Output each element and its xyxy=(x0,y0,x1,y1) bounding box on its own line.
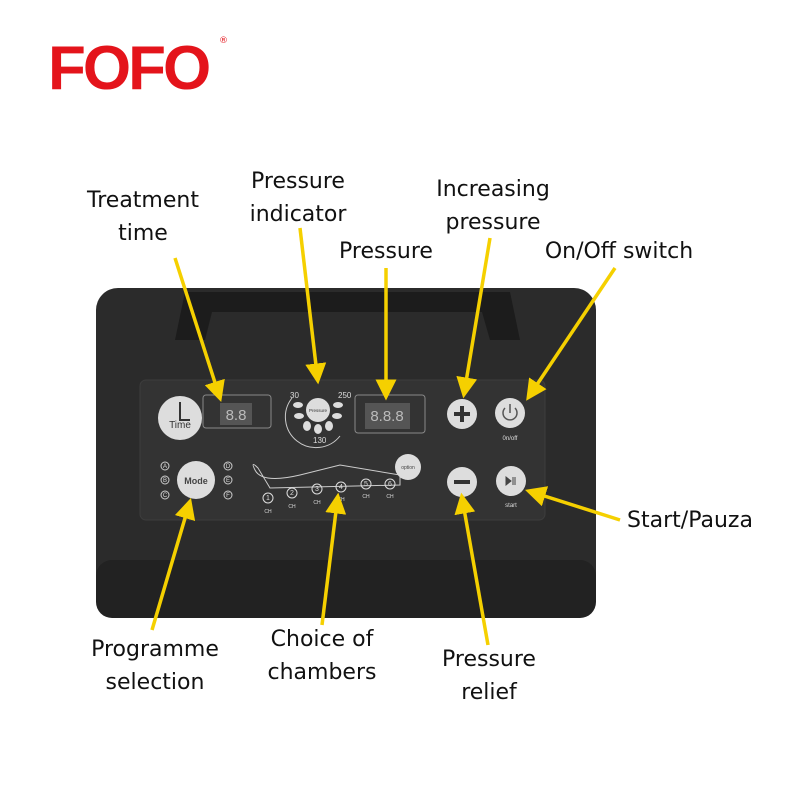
onoff-label: 0n/off xyxy=(503,436,518,442)
label-line: chambers xyxy=(267,660,377,685)
brand-logo: FOFO xyxy=(48,34,211,103)
label-line: time xyxy=(118,221,168,246)
chamber-unit: CH xyxy=(362,494,370,500)
chamber-6: 6 xyxy=(388,481,392,488)
label-increasing-pressure: Increasing pressure xyxy=(436,173,550,239)
label-line: pressure xyxy=(445,210,541,235)
arrow-onoff xyxy=(526,267,617,401)
chamber-4: 4 xyxy=(339,484,343,491)
label-programme-selection: Programme selection xyxy=(91,633,219,699)
arrow-relief xyxy=(454,492,490,646)
arrow-increase xyxy=(456,237,492,399)
program-c[interactable]: C xyxy=(163,493,168,499)
chamber-2: 2 xyxy=(290,490,294,497)
scale-min: 30 xyxy=(290,391,299,400)
time-label: Time xyxy=(169,420,191,431)
pressure-display: 8.8.8 xyxy=(370,408,403,425)
program-f[interactable]: F xyxy=(226,493,230,499)
scale-max: 250 xyxy=(338,391,352,400)
option-button[interactable] xyxy=(395,454,421,480)
pressure-indicator xyxy=(306,398,330,422)
option-label: option xyxy=(401,465,415,471)
label-treatment-time: Treatment time xyxy=(87,184,199,250)
callout-arrows xyxy=(150,227,621,646)
program-d[interactable]: D xyxy=(226,464,231,470)
chamber-unit: CH xyxy=(386,494,394,500)
label-on-off: On/Off switch xyxy=(544,239,694,264)
arrow-treatment-time xyxy=(173,257,225,402)
chamber-3: 3 xyxy=(315,486,319,493)
arrow-start xyxy=(524,486,621,522)
chamber-unit: CH xyxy=(313,500,321,506)
start-label: start xyxy=(505,503,517,509)
plus-icon xyxy=(454,406,470,422)
mode-button[interactable] xyxy=(177,461,215,499)
label-line: Programme xyxy=(91,637,219,662)
leg-outline-icon xyxy=(252,464,401,489)
label-pressure-indicator: Pressure indicator xyxy=(250,165,347,231)
label-pressure: Pressure xyxy=(339,239,433,264)
label-start-pause: Start/Pauza xyxy=(627,508,753,533)
arrow-chambers xyxy=(320,492,347,626)
chamber-5: 5 xyxy=(364,481,368,488)
chamber-unit: CH xyxy=(288,504,296,510)
device-handle xyxy=(175,292,520,340)
chamber-1: 1 xyxy=(266,495,270,502)
label-line: Treatment xyxy=(87,188,199,213)
arrow-programme xyxy=(150,497,196,631)
chamber-unit: CH xyxy=(264,509,272,515)
program-e[interactable]: E xyxy=(226,478,230,484)
label-pressure-relief: Pressure relief xyxy=(442,643,536,709)
label-choice-of-chambers: Choice of chambers xyxy=(268,623,377,689)
power-icon xyxy=(502,404,518,421)
label-line: selection xyxy=(105,670,205,695)
scale-mid: 130 xyxy=(313,436,327,445)
label-line: indicator xyxy=(249,202,347,227)
program-b[interactable]: B xyxy=(163,478,167,484)
label-line: Pressure xyxy=(442,647,536,672)
program-a[interactable]: A xyxy=(163,464,167,470)
arrow-pressure-indicator xyxy=(298,227,327,385)
play-pause-icon xyxy=(505,475,516,487)
label-line: relief xyxy=(461,680,517,705)
mode-label: Mode xyxy=(184,476,208,486)
time-display: 8.8 xyxy=(226,407,247,424)
label-line: Pressure xyxy=(251,169,345,194)
pressure-knob-label: Pressure xyxy=(309,408,328,413)
chamber-unit: CH xyxy=(337,497,345,503)
label-line: Increasing xyxy=(436,177,550,202)
registered-mark: ® xyxy=(219,36,228,46)
label-line: Choice of xyxy=(270,627,374,652)
